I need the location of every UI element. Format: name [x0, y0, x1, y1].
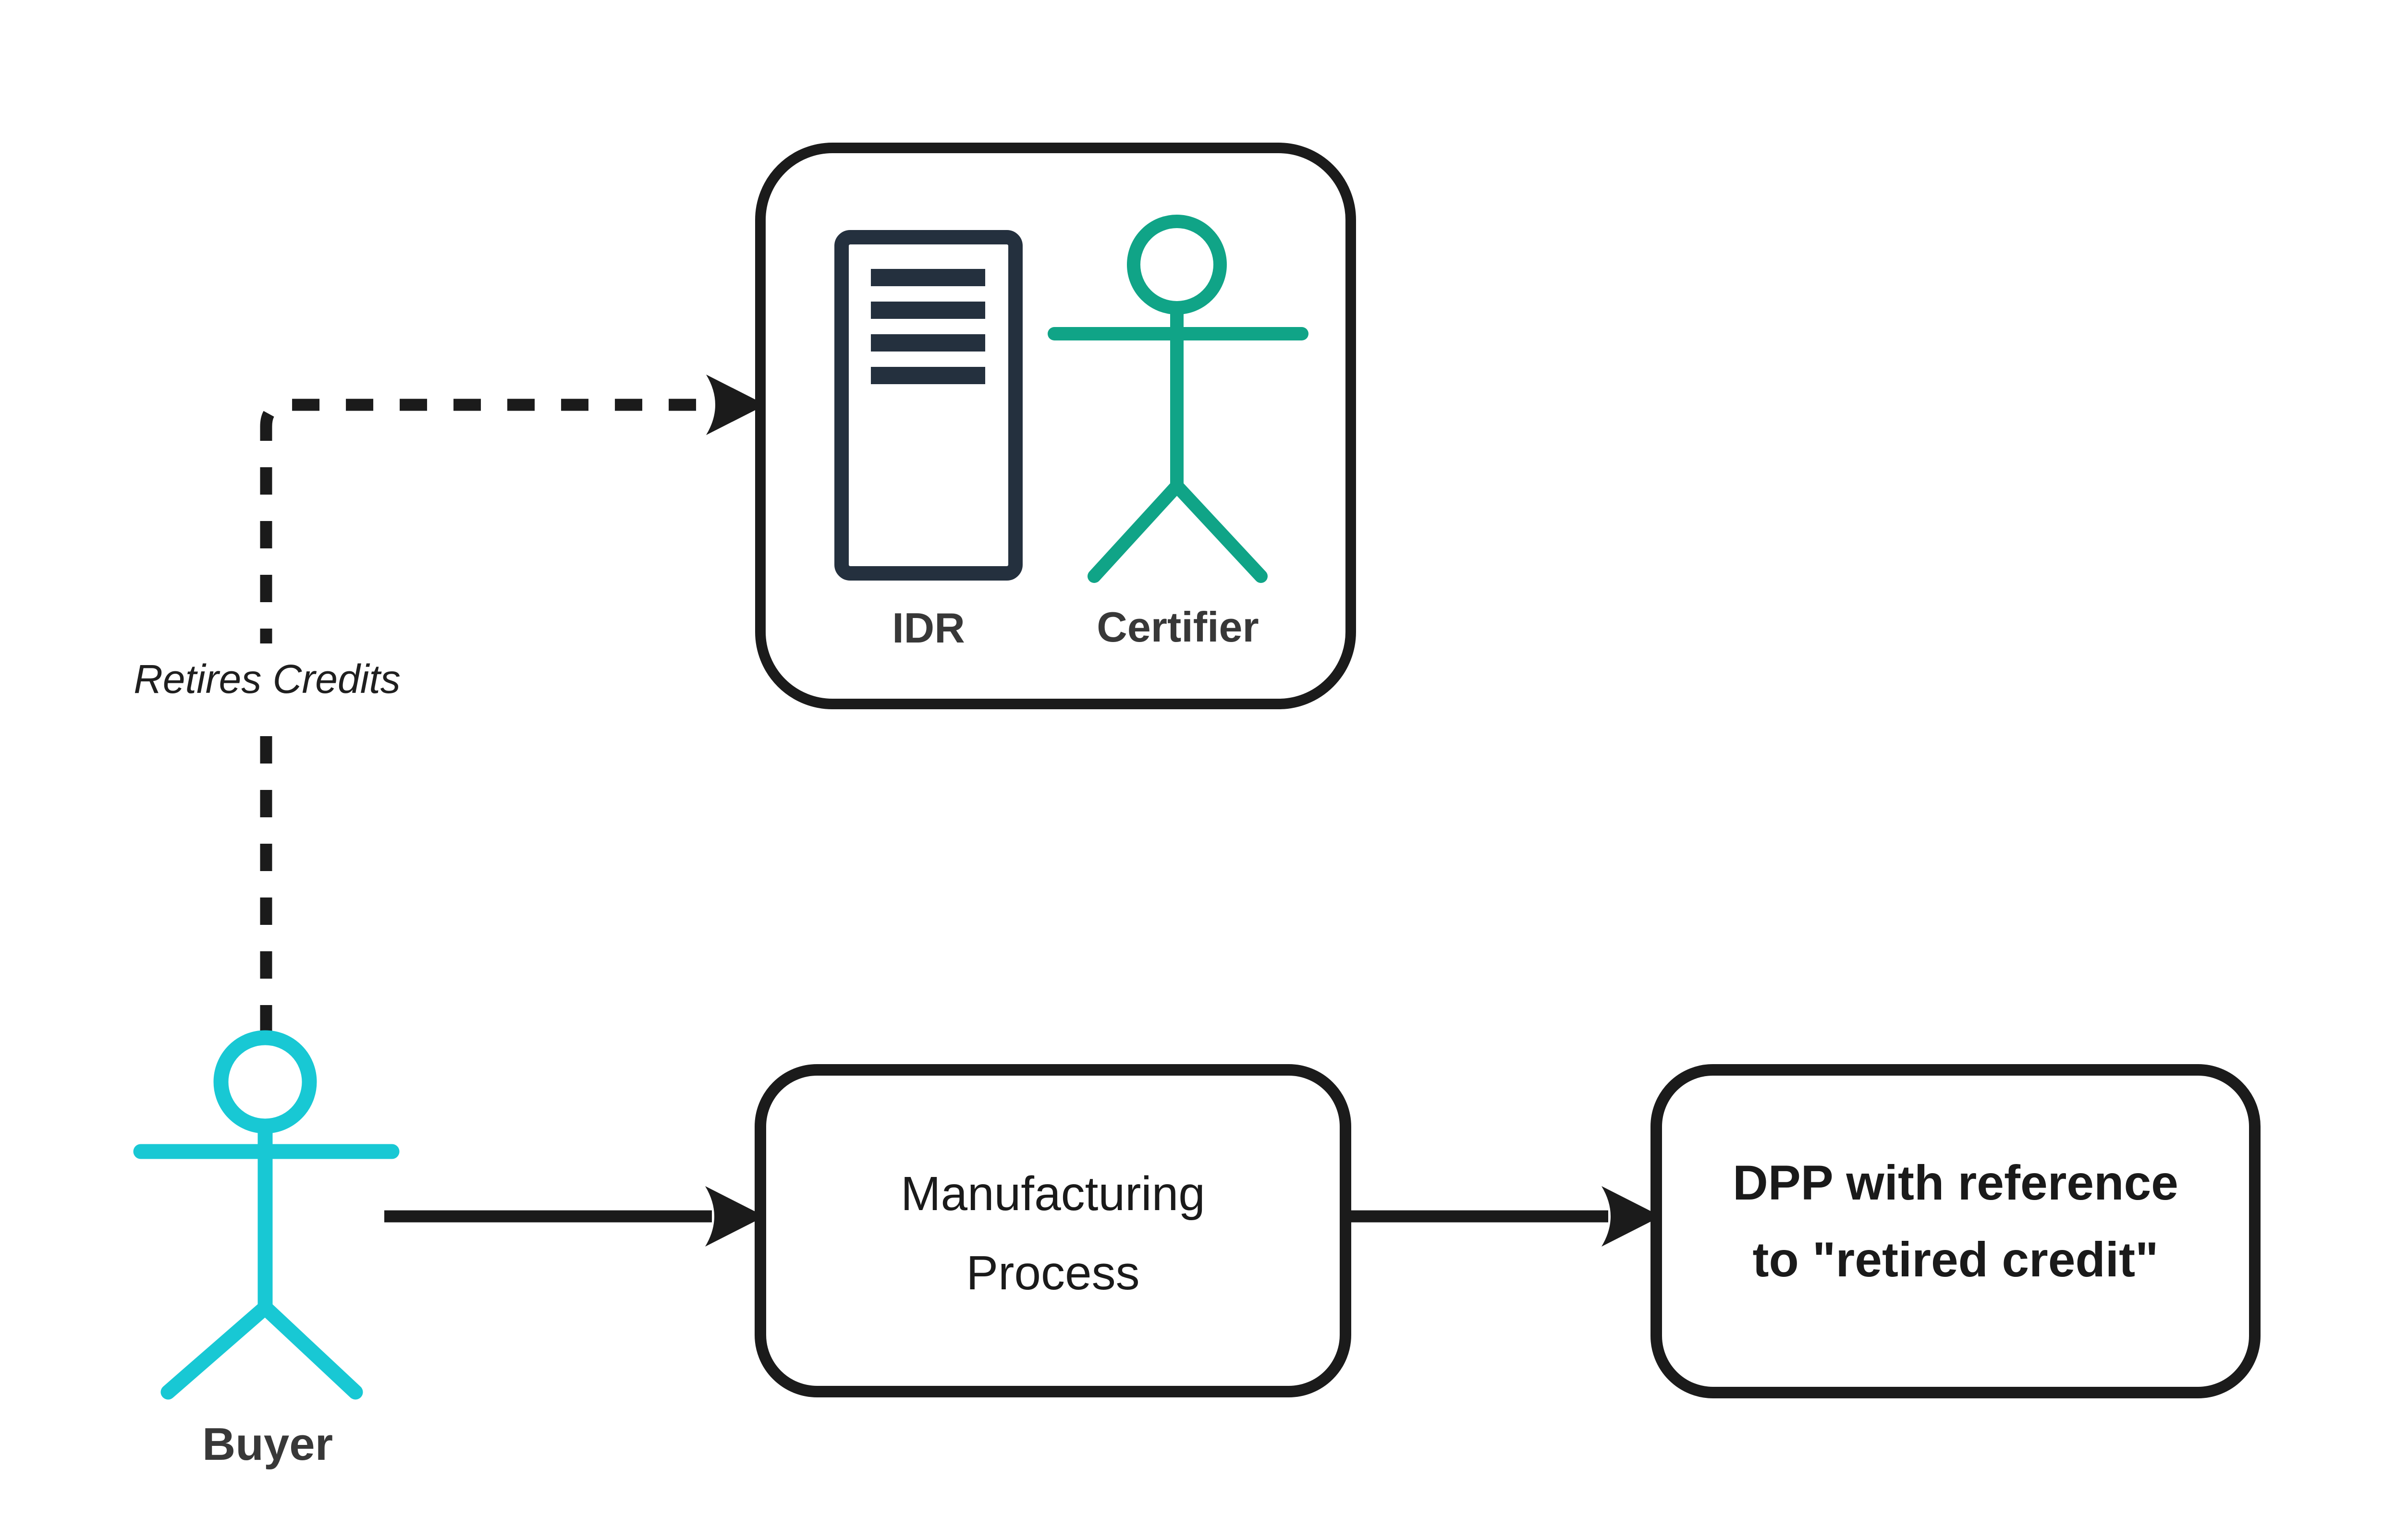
manufacturing-label-line2: Process — [966, 1246, 1139, 1300]
buyer-actor: Buyer — [133, 1030, 400, 1470]
dpp-box: DPP with reference to "retired credit" — [1650, 1064, 2261, 1398]
idr-server-icon — [834, 230, 1023, 581]
retires-credits-label-bg — [126, 643, 409, 715]
certifier-person-icon — [1048, 215, 1308, 583]
buyer-label: Buyer — [202, 1419, 333, 1470]
manufacturing-box-outline — [755, 1064, 1351, 1397]
manufacturing-label-line1: Manufacturing — [901, 1167, 1205, 1221]
server-line-icon — [871, 367, 985, 384]
dpp-box-outline — [1650, 1064, 2261, 1398]
buyer-to-manufacturing-arrowhead-icon — [705, 1186, 765, 1247]
manufacturing-to-dpp-arrow — [1345, 1186, 1661, 1247]
registry-box-outline — [755, 143, 1356, 709]
dpp-label-line1: DPP with reference — [1733, 1155, 2178, 1210]
retires-credits-arrowhead-icon — [706, 375, 766, 435]
buyer-head — [213, 1030, 317, 1134]
idr-label: IDR — [892, 604, 965, 652]
server-line-icon — [871, 302, 985, 319]
manufacturing-to-dpp-arrowhead-icon — [1601, 1186, 1661, 1247]
server-line-icon — [871, 334, 985, 352]
buyer-leg-left — [160, 1300, 273, 1400]
retires-credits-label: Retires Credits — [134, 656, 400, 702]
certifier-leg-left — [1088, 479, 1184, 583]
registry-box: IDR Certifier — [755, 143, 1356, 709]
manufacturing-box: Manufacturing Process — [755, 1064, 1351, 1397]
buyer-to-manufacturing-arrow — [384, 1186, 765, 1247]
server-body — [834, 230, 1023, 581]
buyer-leg-right — [257, 1300, 363, 1400]
retires-credits-dashed-line — [260, 399, 710, 1032]
server-line-icon — [871, 269, 985, 286]
certifier-leg-right — [1170, 479, 1268, 583]
certifier-label: Certifier — [1097, 603, 1259, 651]
retires-credits-edge: Retires Credits — [126, 375, 766, 1032]
dpp-label-line2: to "retired credit" — [1753, 1232, 2159, 1287]
buyer-person-icon — [133, 1030, 400, 1400]
